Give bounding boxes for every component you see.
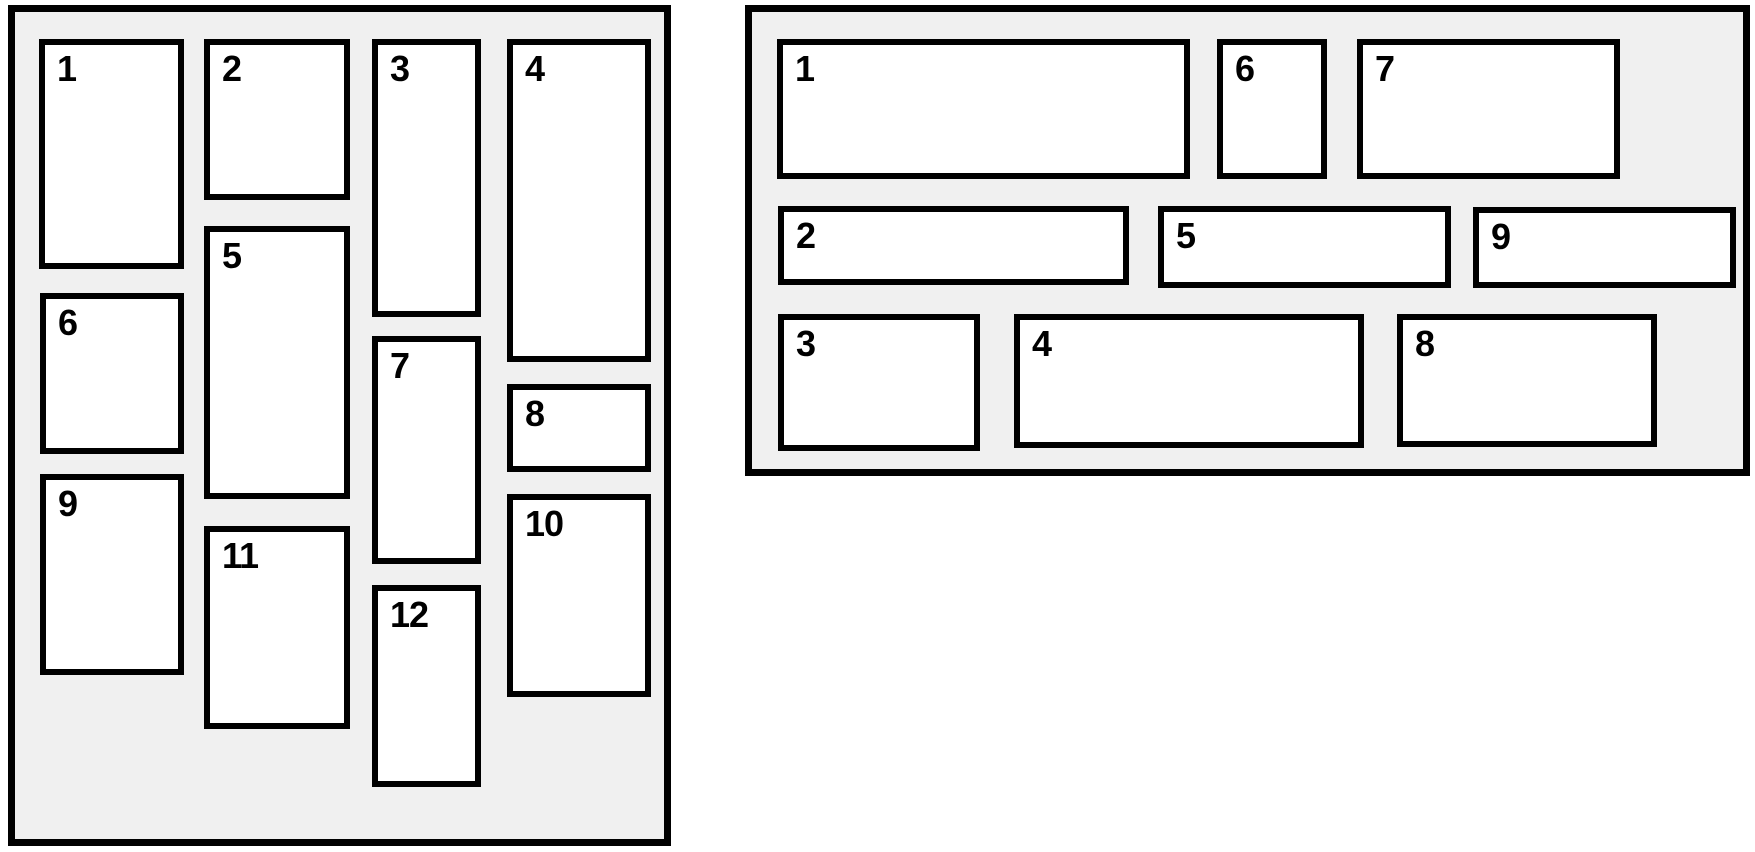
- masonry-columns-panel-card-5: 5: [204, 226, 350, 499]
- masonry-columns-panel-card-11: 11: [204, 526, 350, 729]
- card-number-label: 3: [390, 48, 410, 89]
- card-number-label: 5: [1176, 215, 1196, 256]
- masonry-columns-panel-card-6: 6: [40, 293, 184, 454]
- masonry-columns-panel-card-8: 8: [507, 384, 651, 472]
- masonry-columns-panel-card-12: 12: [372, 585, 481, 787]
- horizontal-rows-panel-card-8: 8: [1397, 314, 1657, 447]
- masonry-columns-panel-card-1: 1: [39, 39, 184, 269]
- card-number-label: 6: [1235, 48, 1255, 89]
- card-number-label: 2: [222, 48, 242, 89]
- card-number-label: 1: [57, 48, 77, 89]
- card-number-label: 8: [525, 393, 545, 434]
- horizontal-rows-panel-card-1: 1: [777, 39, 1190, 179]
- card-number-label: 4: [525, 48, 545, 89]
- card-number-label: 11: [222, 535, 259, 576]
- horizontal-rows-panel-card-7: 7: [1357, 39, 1620, 179]
- horizontal-rows-panel-card-6: 6: [1217, 39, 1327, 179]
- masonry-columns-panel-card-4: 4: [507, 39, 651, 362]
- card-number-label: 7: [1375, 48, 1395, 89]
- horizontal-rows-panel-card-2: 2: [778, 206, 1129, 285]
- card-number-label: 8: [1415, 323, 1435, 364]
- card-number-label: 1: [795, 48, 815, 89]
- masonry-columns-panel-card-7: 7: [372, 336, 481, 564]
- horizontal-rows-panel-card-5: 5: [1158, 206, 1451, 288]
- horizontal-rows-panel-card-9: 9: [1473, 207, 1736, 288]
- horizontal-rows-panel-card-4: 4: [1014, 314, 1364, 448]
- card-number-label: 7: [390, 345, 410, 386]
- masonry-columns-panel-card-9: 9: [40, 474, 184, 675]
- card-number-label: 9: [1491, 216, 1511, 257]
- card-number-label: 2: [796, 215, 816, 256]
- card-number-label: 10: [525, 503, 564, 544]
- card-number-label: 6: [58, 302, 78, 343]
- masonry-columns-panel-card-3: 3: [372, 39, 481, 317]
- masonry-columns-panel-card-2: 2: [204, 39, 350, 200]
- card-number-label: 12: [390, 594, 429, 635]
- horizontal-rows-panel: 1 2 3 4 5 6 7 8 9: [745, 5, 1750, 476]
- masonry-columns-panel-card-10: 10: [507, 494, 651, 697]
- card-number-label: 9: [58, 483, 78, 524]
- card-number-label: 3: [796, 323, 816, 364]
- card-number-label: 4: [1032, 323, 1052, 364]
- card-number-label: 5: [222, 235, 242, 276]
- horizontal-rows-panel-card-3: 3: [778, 314, 980, 451]
